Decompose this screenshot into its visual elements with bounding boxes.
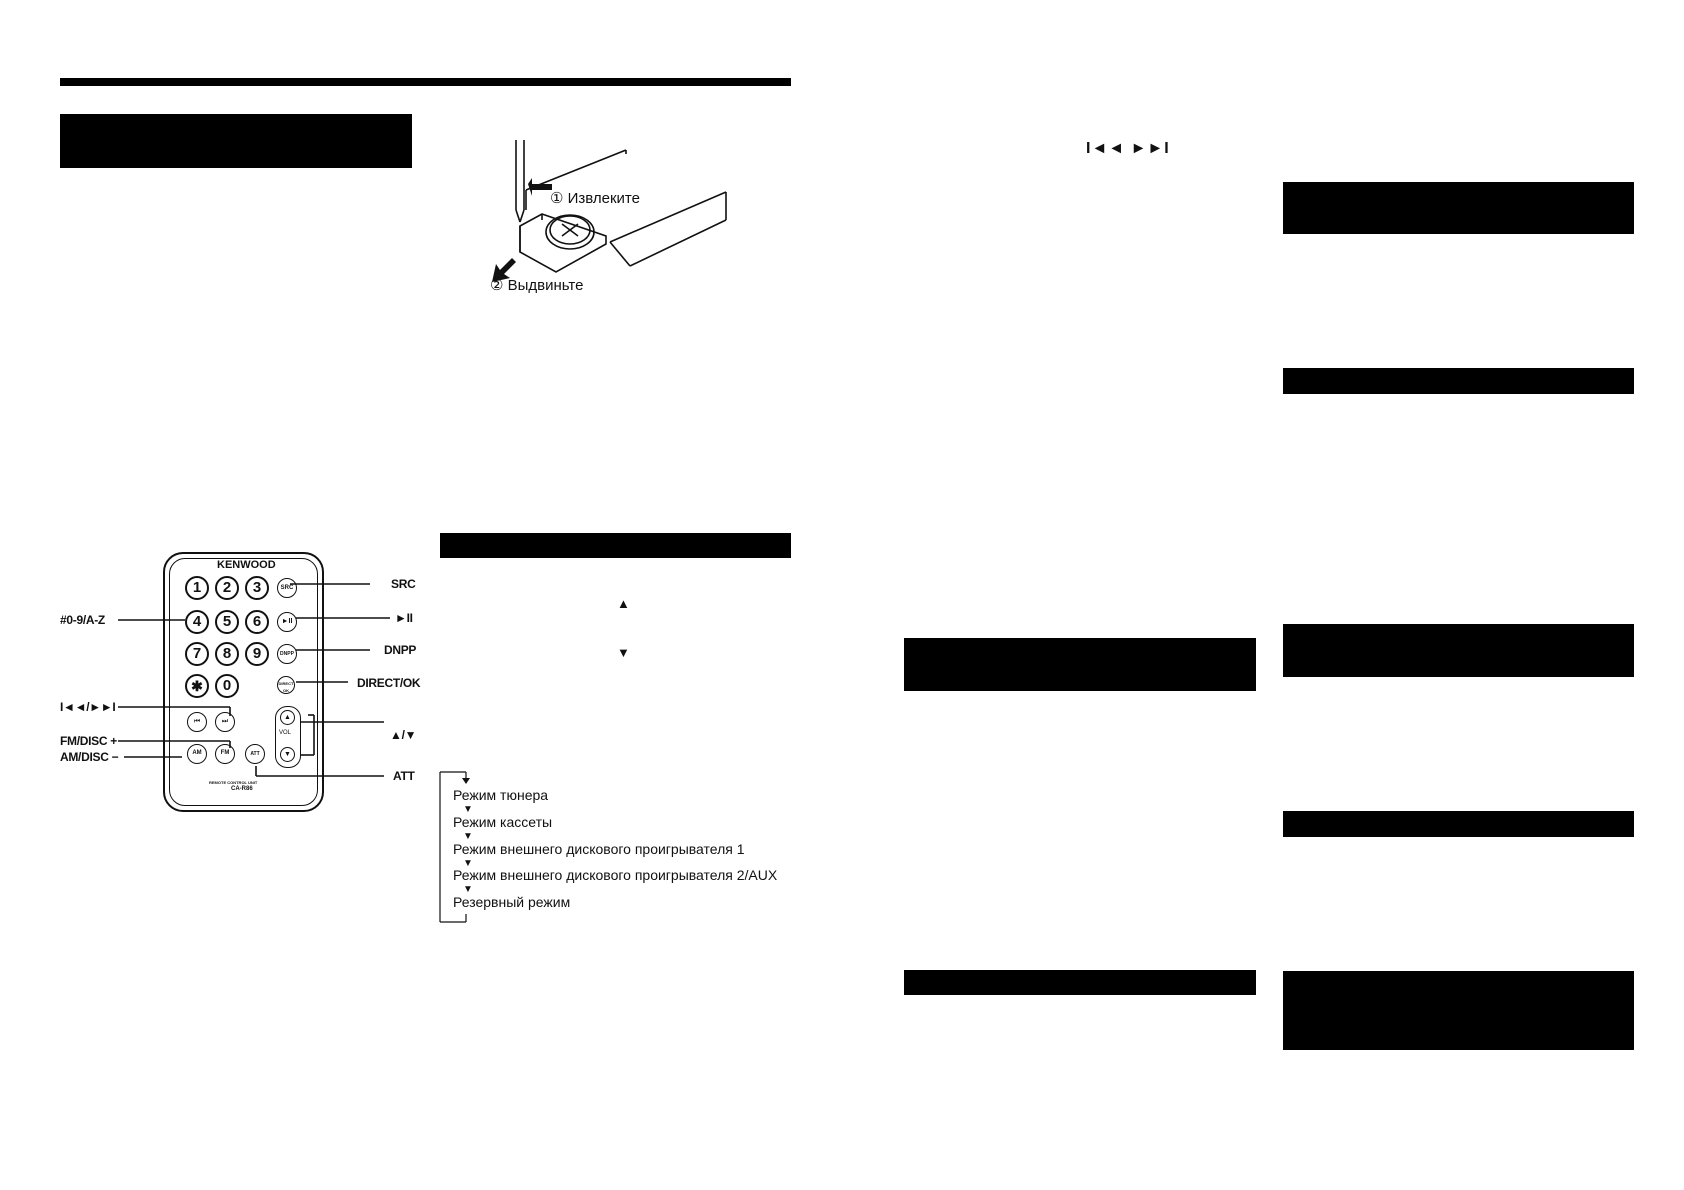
chain-item-disc2-aux: Режим внешнего дискового проигрывателя 2… xyxy=(453,867,778,883)
remote-key-7[interactable]: 7 xyxy=(185,642,209,666)
section-header-block xyxy=(60,114,412,168)
step-slide-caption: ② Выдвиньте xyxy=(490,277,584,294)
remote-leader-lines xyxy=(118,583,390,777)
volume-down-icon: ▼ xyxy=(280,747,295,762)
label-play: ►II xyxy=(395,611,413,625)
label-fm-disc: FM/DISC + xyxy=(60,734,117,748)
remote-am-button[interactable]: AM xyxy=(187,744,207,764)
key-label: 9 xyxy=(252,645,262,662)
section-header-block xyxy=(1283,971,1634,1050)
track-symbols: I◄◄ ►►I xyxy=(1086,140,1170,157)
step-remove-caption: ① Извлеките xyxy=(550,190,640,207)
button-label: SRC xyxy=(280,585,294,591)
key-label: ✱ xyxy=(191,678,203,694)
remote-key-1[interactable]: 1 xyxy=(185,576,209,600)
key-label: 1 xyxy=(192,579,202,596)
section-header-bar xyxy=(1283,368,1634,394)
volume-up-icon: ▲ xyxy=(280,710,295,725)
section-header-block xyxy=(1283,182,1634,234)
remote-prev-button[interactable]: ⏮ xyxy=(187,712,207,732)
label-alnum: #0-9/A-Z xyxy=(60,613,105,627)
label-track: I◄◄/►►I xyxy=(60,700,116,714)
label-up-down: ▲/▼ xyxy=(390,728,417,742)
section-header-bar xyxy=(440,533,791,558)
key-label: 3 xyxy=(252,579,262,596)
chain-arrow-icon: ▼ xyxy=(463,884,473,895)
battery-figure xyxy=(490,140,740,300)
section-header-block xyxy=(1283,624,1634,677)
remote-key-0[interactable]: 0 xyxy=(215,674,239,698)
remote-model-line1: REMOTE CONTROL UNIT xyxy=(209,780,258,785)
label-src: SRC xyxy=(391,577,416,591)
remote-model-line2: CA-R86 xyxy=(231,786,253,792)
key-label: 8 xyxy=(222,645,232,662)
chain-arrow-icon: ▼ xyxy=(463,858,473,869)
top-rule xyxy=(60,78,791,86)
remote-key-8[interactable]: 8 xyxy=(215,642,239,666)
remote-att-button[interactable]: ATT xyxy=(245,744,265,764)
up-arrow-icon: ▲ xyxy=(617,596,630,611)
remote-key-9[interactable]: 9 xyxy=(245,642,269,666)
chain-item-disc1: Режим внешнего дискового проигрывателя 1 xyxy=(453,841,745,857)
remote-control: KENWOOD 1 2 3 4 5 6 7 8 9 ✱ 0 SRC ►II DN… xyxy=(163,552,324,812)
remote-fm-button[interactable]: FM xyxy=(215,744,235,764)
key-label: 7 xyxy=(192,645,202,662)
chain-item-tuner: Режим тюнера xyxy=(453,787,549,803)
remote-next-button[interactable]: ⏭ xyxy=(215,712,235,732)
remote-key-6[interactable]: 6 xyxy=(245,610,269,634)
remote-brand: KENWOOD xyxy=(217,559,276,571)
button-label: DNPP xyxy=(280,651,294,657)
chain-arrow-icon: ▼ xyxy=(463,804,473,815)
remote-volume-rocker[interactable]: ▲ VOL ▼ xyxy=(275,706,301,768)
remote-dnpp-button[interactable]: DNPP xyxy=(277,644,297,664)
label-am-disc: AM/DISC − xyxy=(60,750,119,764)
battery-tray-drawing xyxy=(492,140,727,282)
label-dnpp: DNPP xyxy=(384,643,417,657)
remote-key-3[interactable]: 3 xyxy=(245,576,269,600)
remote-key-star[interactable]: ✱ xyxy=(185,674,209,698)
label-att: ATT xyxy=(393,769,415,783)
chain-arrow-icon: ▼ xyxy=(463,831,473,842)
remote-key-4[interactable]: 4 xyxy=(185,610,209,634)
chain-item-standby: Резервный режим xyxy=(453,894,571,910)
label-direct-ok: DIRECT/OK xyxy=(357,676,421,690)
remote-play-button[interactable]: ►II xyxy=(277,612,297,632)
source-chain-bracket xyxy=(439,771,470,923)
button-label: FM xyxy=(220,750,230,756)
section-header-block xyxy=(904,638,1256,691)
button-label: ATT xyxy=(250,751,260,757)
button-label: AM xyxy=(192,750,202,756)
remote-key-5[interactable]: 5 xyxy=(215,610,239,634)
key-label: 6 xyxy=(252,613,262,630)
key-label: 0 xyxy=(222,677,232,694)
remote-key-2[interactable]: 2 xyxy=(215,576,239,600)
remote-src-button[interactable]: SRC xyxy=(277,578,297,598)
section-header-bar xyxy=(904,970,1256,995)
key-label: 4 xyxy=(192,613,202,630)
button-label: ►II xyxy=(281,618,293,625)
down-arrow-icon: ▼ xyxy=(617,645,630,660)
button-label: DIRECT OK xyxy=(278,681,294,693)
remote-direct-button[interactable]: DIRECT OK xyxy=(277,676,295,694)
chain-item-cassette: Режим кассеты xyxy=(453,814,553,830)
key-label: 5 xyxy=(222,613,232,630)
volume-label: VOL xyxy=(279,730,292,736)
key-label: 2 xyxy=(222,579,232,596)
section-header-bar xyxy=(1283,811,1634,837)
